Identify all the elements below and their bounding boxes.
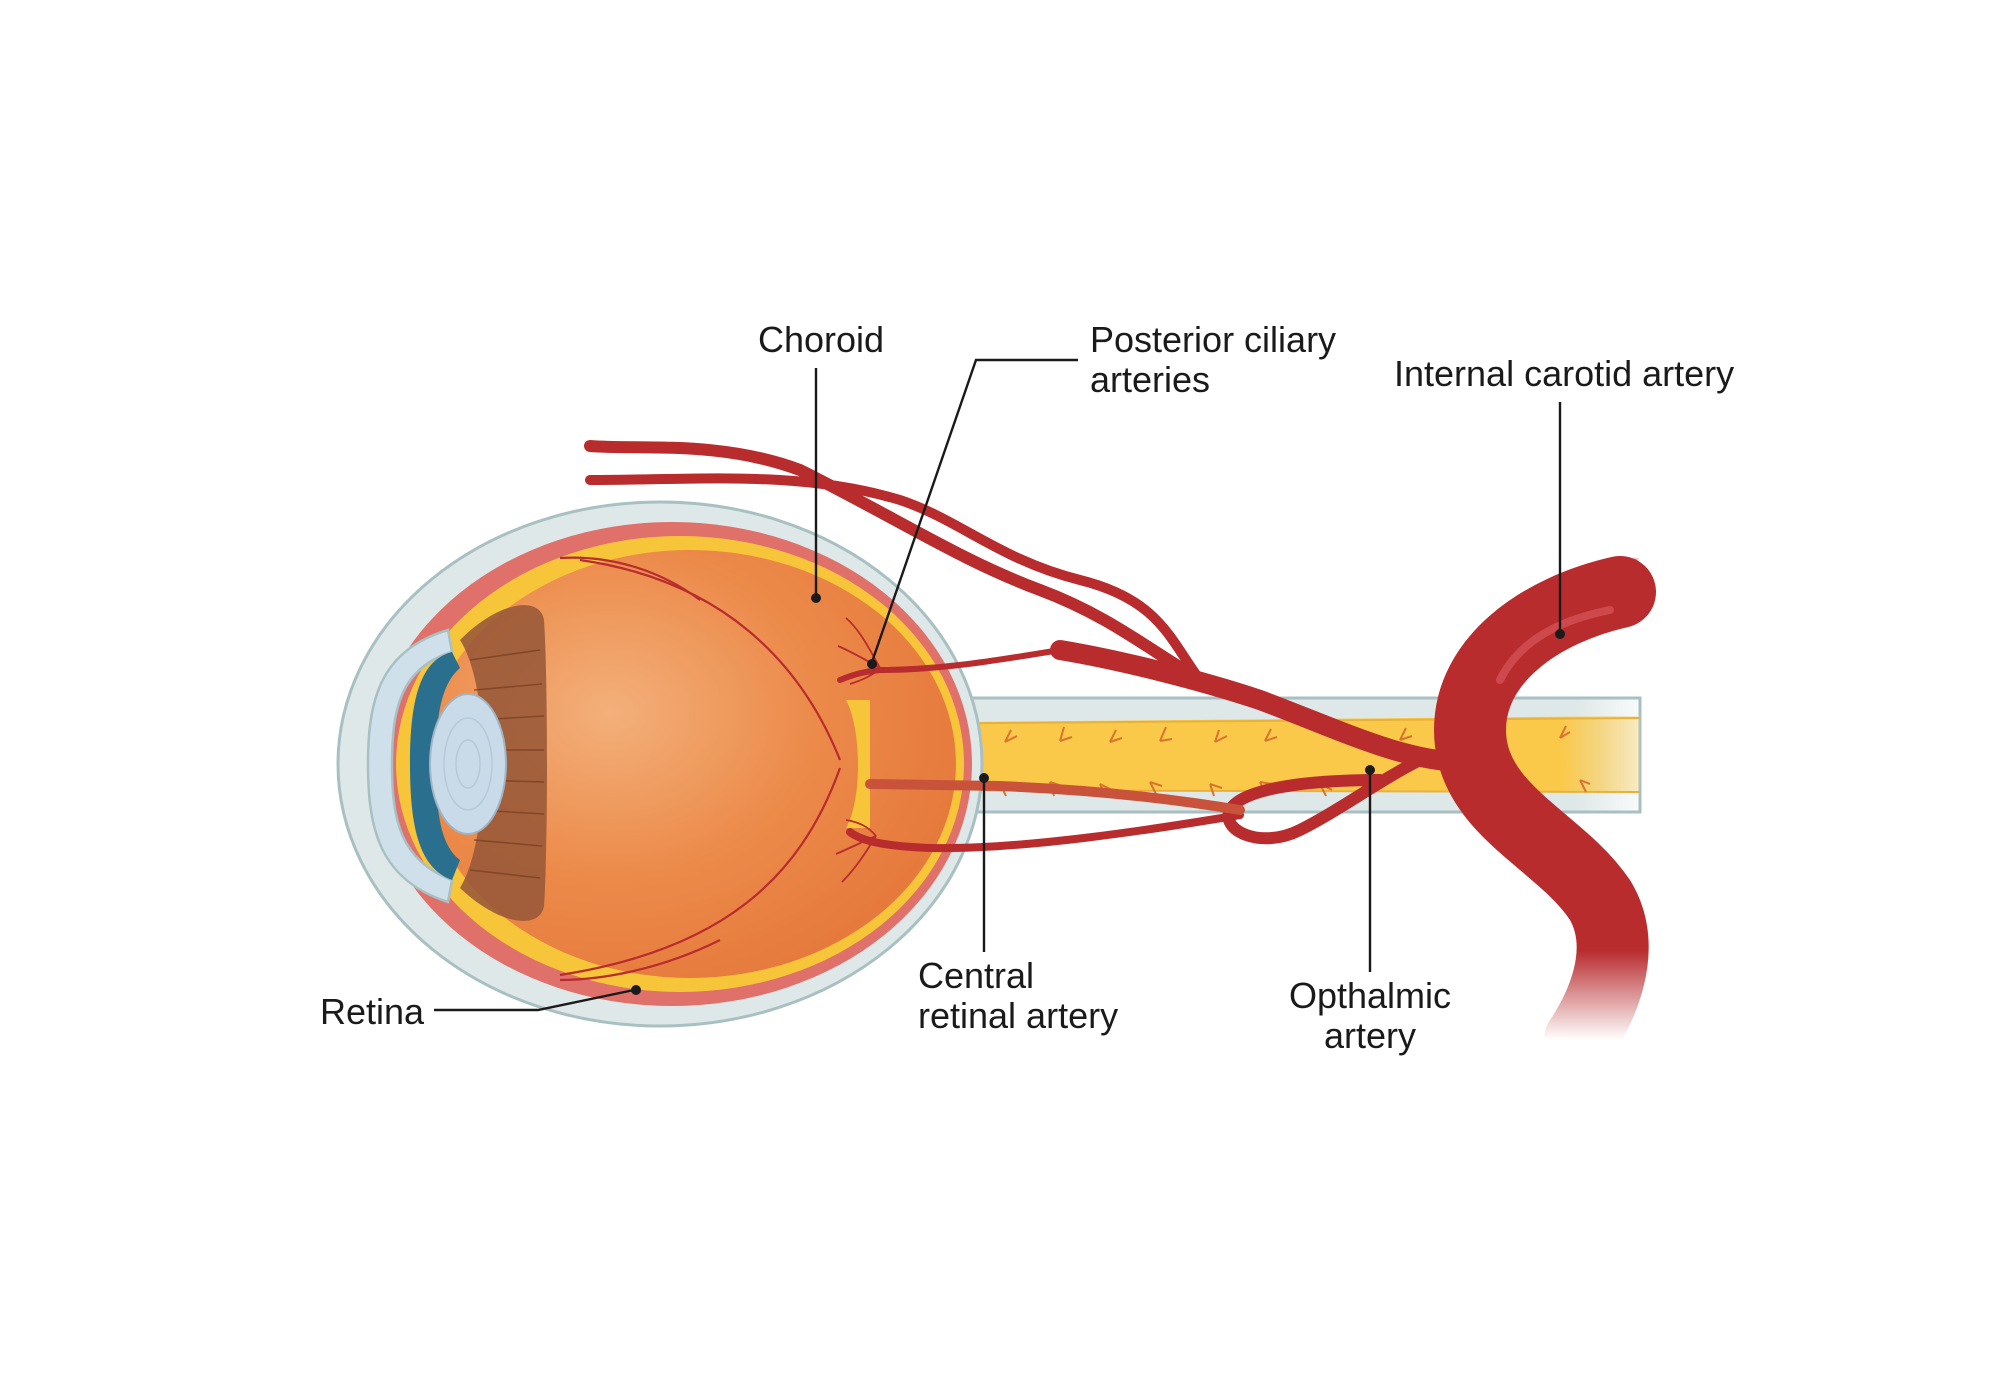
label-ophthalmic-line1: Opthalmic bbox=[1288, 975, 1452, 1016]
central-retinal-artery bbox=[865, 779, 1245, 815]
label-central-retinal-line1: Central bbox=[918, 955, 1035, 996]
anterior-segment bbox=[366, 605, 547, 921]
cornea bbox=[366, 628, 454, 904]
ophthalmic-artery-loop bbox=[1222, 754, 1426, 845]
leader-lines bbox=[434, 358, 1565, 1012]
label-ophthalmic-line2: artery bbox=[1323, 1015, 1417, 1056]
ophthalmic-artery bbox=[1050, 640, 1470, 772]
label-posterior-ciliary-line1: Posterior ciliary bbox=[1090, 319, 1337, 360]
label-central-retinal-artery: Central retinal artery bbox=[918, 956, 1118, 1036]
label-posterior-ciliary-line2: arteries bbox=[1090, 359, 1211, 400]
posterior-ciliary-artery-upper bbox=[837, 647, 1063, 683]
short-ciliary-vessels bbox=[835, 617, 881, 883]
supratrochlear-branch bbox=[585, 473, 1205, 685]
vitreous-body bbox=[424, 550, 956, 978]
label-central-retinal-line2: retinal artery bbox=[918, 995, 1119, 1036]
supraorbital-branch bbox=[584, 440, 1226, 696]
label-internal-carotid-artery: Internal carotid artery bbox=[1394, 353, 1735, 394]
retinal-vessels bbox=[559, 556, 842, 982]
posterior-ciliary-artery-lower bbox=[846, 811, 1244, 853]
label-ophthalmic-artery: Opthalmic artery bbox=[1280, 976, 1460, 1056]
label-choroid: Choroid bbox=[758, 319, 885, 360]
label-retina: Retina bbox=[320, 991, 425, 1032]
arteries bbox=[584, 440, 1670, 1076]
lens bbox=[429, 693, 507, 835]
label-posterior-ciliary-arteries: Posterior ciliary arteries bbox=[1090, 320, 1336, 400]
optic-disc bbox=[846, 700, 870, 828]
internal-carotid-artery bbox=[1433, 556, 1656, 1076]
